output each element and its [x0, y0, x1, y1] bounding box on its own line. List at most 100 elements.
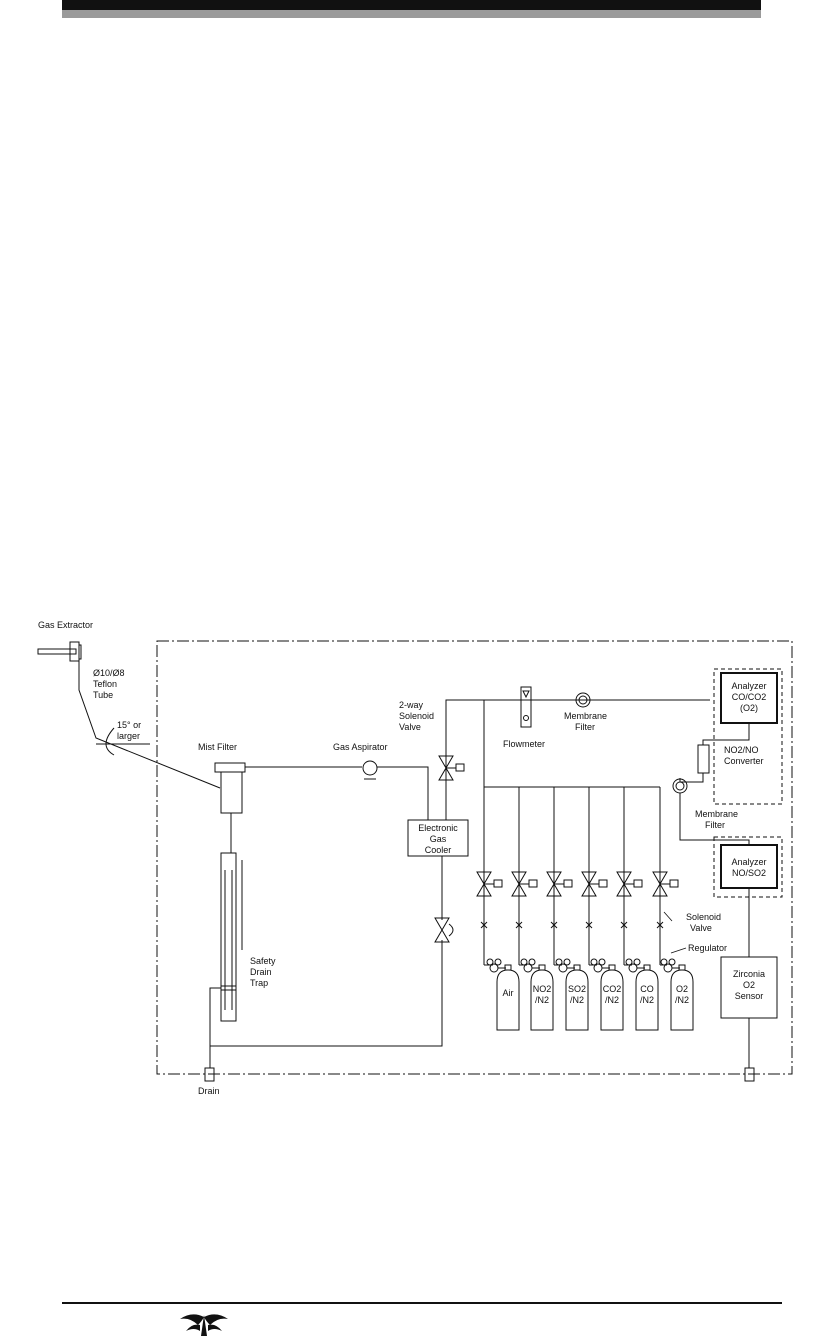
- regulator-icon: [489, 963, 499, 973]
- check-mark: [620, 921, 628, 929]
- solenoid-valve-icon: [616, 871, 632, 885]
- cylinder-label-sub: /N2: [675, 995, 689, 1005]
- mist-filter-label: Mist Filter: [198, 742, 237, 752]
- gas-aspirator-label: Gas Aspirator: [333, 742, 388, 752]
- check-mark: [515, 921, 523, 929]
- two-way-solenoid-valve-icon: [438, 755, 465, 781]
- analyzer-2-label-1: Analyzer: [731, 857, 766, 867]
- solenoid-coil-icon: [633, 879, 643, 888]
- cylinder-label-sub: /N2: [605, 995, 619, 1005]
- gas-cylinder-icon: [670, 969, 694, 1031]
- solenoid-valve-icon: [652, 883, 668, 897]
- cylinder-label: CO: [640, 984, 654, 994]
- two-way-valve-label-2: Solenoid: [399, 711, 434, 721]
- cylinder-label: NO2: [533, 984, 552, 994]
- converter-label-1: NO2/NO: [724, 745, 759, 755]
- regulator-gauge-icon: [625, 958, 633, 966]
- analyzer-2-label-2: NO/SO2: [732, 868, 766, 878]
- drain-trap-label-2: Drain: [250, 967, 272, 977]
- membrane-filter-1-label-1: Membrane: [564, 711, 607, 721]
- cylinder-label: SO2: [568, 984, 586, 994]
- analyzer-1-label-1: Analyzer: [731, 681, 766, 691]
- regulator-gauge-icon: [598, 958, 606, 966]
- footer-rule: [62, 1302, 782, 1304]
- solenoid-valve-icon: [511, 883, 527, 897]
- regulator-label: Regulator: [688, 943, 727, 953]
- gas-cylinder-icon: [496, 969, 520, 1031]
- cylinder-label-sub: /N2: [535, 995, 549, 1005]
- analyzer-1-label-3: (O2): [740, 703, 758, 713]
- solenoid-valve-icon: [476, 883, 492, 897]
- solenoid-valve-label-1: Solenoid: [686, 912, 721, 922]
- teflon-tube-label-2: Teflon: [93, 679, 117, 689]
- two-way-valve-label-1: 2-way: [399, 700, 424, 710]
- zirconia-label-1: Zirconia: [733, 969, 765, 979]
- solenoid-valve-label-2: Valve: [690, 923, 712, 933]
- cylinder-label: CO2: [603, 984, 622, 994]
- analyzer-enclosure-1: [713, 668, 783, 805]
- regulator-gauge-icon: [590, 958, 598, 966]
- cylinder-label: O2: [676, 984, 688, 994]
- check-mark: [480, 921, 488, 929]
- regulator-icon: [628, 963, 638, 973]
- angle-indicator: [96, 727, 150, 756]
- solenoid-valve-icon: [581, 871, 597, 885]
- solenoid-coil-icon: [669, 879, 679, 888]
- drain-icon: [204, 1067, 215, 1082]
- drain-trap-label-1: Safety: [250, 956, 276, 966]
- gas-cylinder-icon: [565, 969, 589, 1031]
- analyzer-1-label-2: CO/CO2: [732, 692, 767, 702]
- membrane-filter-2-label-1: Membrane: [695, 809, 738, 819]
- regulator-gauge-icon: [486, 958, 494, 966]
- two-way-valve-label-3: Valve: [399, 722, 421, 732]
- membrane-filter-1-label-2: Filter: [575, 722, 595, 732]
- solenoid-valve-icon: [476, 871, 492, 885]
- regulator-gauge-icon: [494, 958, 502, 966]
- gas-cylinder-icon: [635, 969, 659, 1031]
- regulator-gauge-icon: [520, 958, 528, 966]
- gas-cylinder-icon: [600, 969, 624, 1031]
- regulator-icon: [523, 963, 533, 973]
- gas-cooler-label-1: Electronic: [418, 823, 458, 833]
- regulator-gauge-icon: [660, 958, 668, 966]
- check-valve-icon: [434, 917, 454, 943]
- teflon-tube-label-3: Tube: [93, 690, 113, 700]
- regulator-gauge-icon: [563, 958, 571, 966]
- system-boundary: [156, 640, 793, 1075]
- solenoid-coil-icon: [493, 879, 503, 888]
- zirconia-label-2: O2: [743, 980, 755, 990]
- regulator-gauge-icon: [668, 958, 676, 966]
- membrane-filter-2-label-2: Filter: [705, 820, 725, 830]
- membrane-filter-1-icon: [575, 692, 591, 708]
- teflon-tube: [78, 661, 221, 789]
- gas-extractor-icon: [37, 641, 82, 662]
- check-mark: [585, 921, 593, 929]
- gas-cooler-label-2: Gas: [430, 834, 447, 844]
- converter-label-2: Converter: [724, 756, 764, 766]
- check-mark: [656, 921, 664, 929]
- gas-aspirator-icon: [362, 760, 378, 780]
- cylinder-label-sub: /N2: [640, 995, 654, 1005]
- angle-label-2: larger: [117, 731, 140, 741]
- cylinder-label: Air: [503, 988, 514, 998]
- solenoid-coil-icon: [563, 879, 573, 888]
- gas-extractor-label: Gas Extractor: [38, 620, 93, 630]
- drain-trap-label-3: Trap: [250, 978, 268, 988]
- safety-drain-trap-icon: [220, 852, 243, 1022]
- solenoid-valve-icon: [616, 883, 632, 897]
- angle-label-1: 15° or: [117, 720, 141, 730]
- regulator-gauge-icon: [555, 958, 563, 966]
- company-logo-icon: [180, 1314, 228, 1336]
- no2-no-converter-box: [697, 744, 710, 774]
- regulator-icon: [663, 963, 673, 973]
- regulator-gauge-icon: [528, 958, 536, 966]
- gas-cylinder-icon: [530, 969, 554, 1031]
- solenoid-coil-icon: [598, 879, 608, 888]
- gas-cooler-label-3: Cooler: [425, 845, 452, 855]
- regulator-icon: [593, 963, 603, 973]
- gas-cooler-box: [407, 819, 469, 857]
- solenoid-valve-icon: [652, 871, 668, 885]
- zirconia-label-3: Sensor: [735, 991, 764, 1001]
- teflon-tube-label-1: Ø10/Ø8: [93, 668, 125, 678]
